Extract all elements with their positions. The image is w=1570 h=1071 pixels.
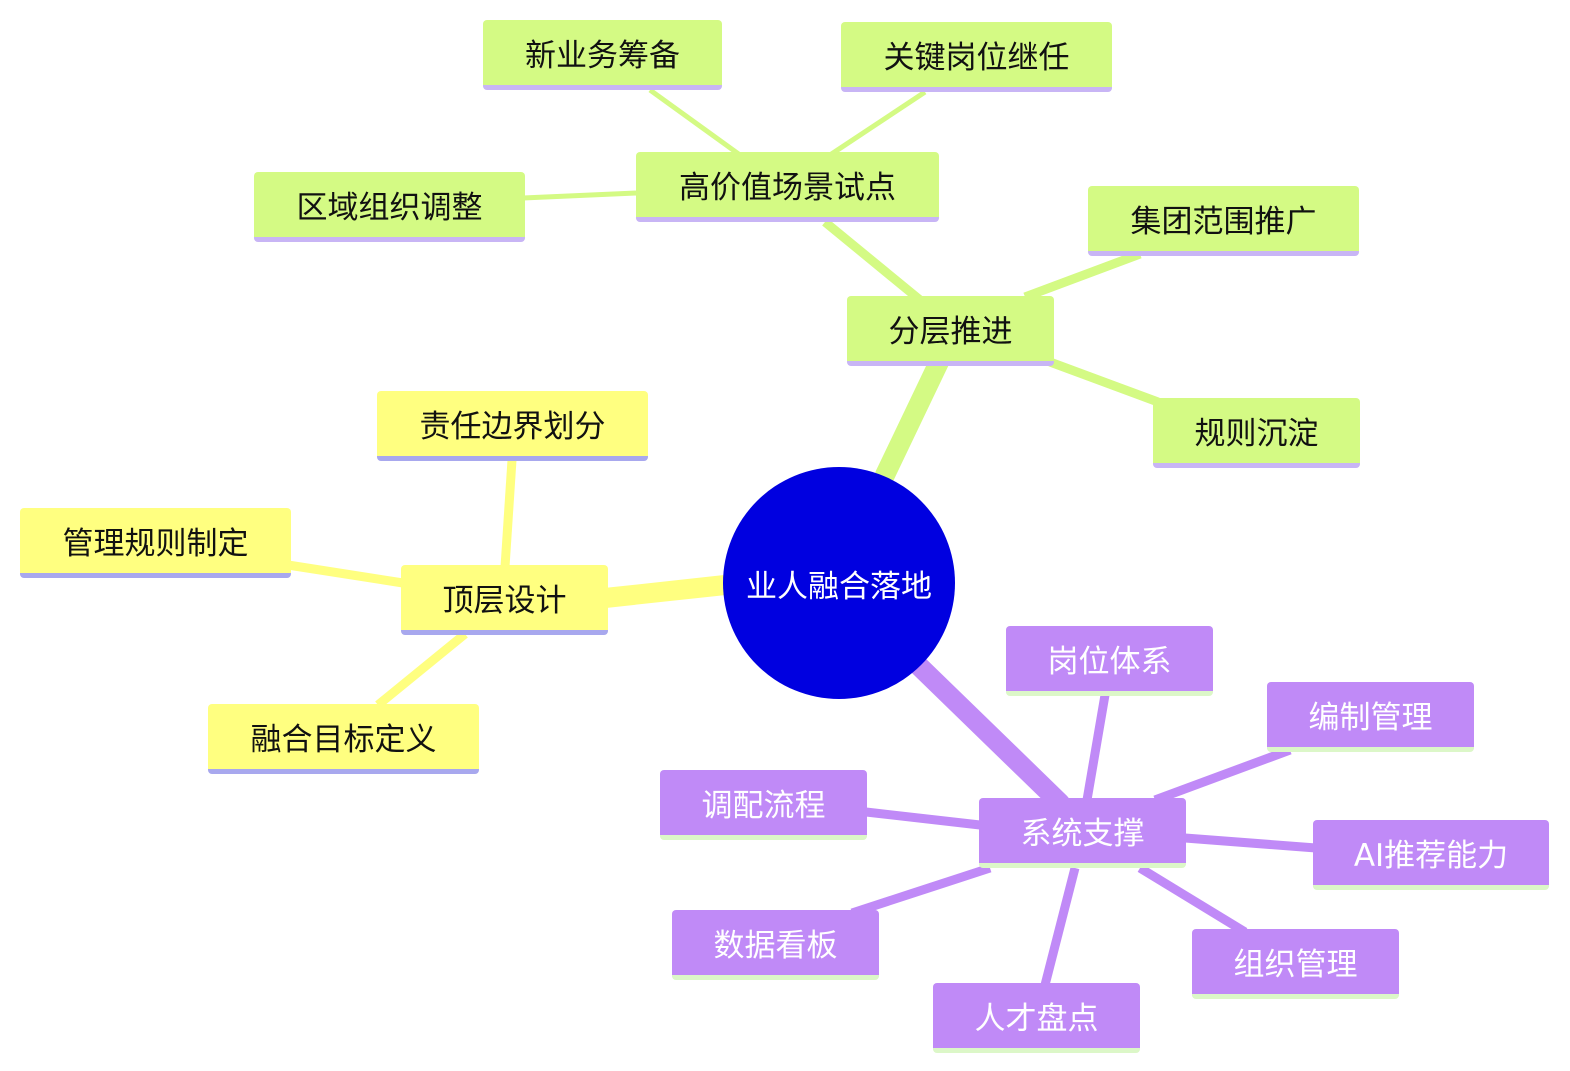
node-tiaopeiliucheng[interactable]: 调配流程 xyxy=(660,770,867,840)
node-gangweitixi[interactable]: 岗位体系 xyxy=(1006,626,1213,696)
edge-gaojiazhi-guanjian xyxy=(828,89,927,158)
edge-dingceng-guanli xyxy=(287,560,404,588)
node-xitongzhicheng[interactable]: 系统支撑 xyxy=(979,798,1186,868)
edge-xitong-rencai xyxy=(1040,866,1080,987)
edge-xitong-gangwei xyxy=(1082,694,1110,801)
edge-xitong-tiaopei xyxy=(865,807,981,830)
node-guanjiangangweijiren[interactable]: 关键岗位继任 xyxy=(841,22,1112,92)
edge-fenceng-guize xyxy=(1048,357,1160,407)
node-fencengtuijin[interactable]: 分层推进 xyxy=(847,296,1054,366)
node-shujukanban[interactable]: 数据看板 xyxy=(672,910,879,980)
node-gaojiazhichangjingshidian[interactable]: 高价值场景试点 xyxy=(636,152,939,222)
node-quyuzuzhitiaozheng[interactable]: 区域组织调整 xyxy=(254,172,525,242)
edge-xitong-shuju xyxy=(850,863,992,918)
edge-xitong-zuzhi xyxy=(1137,864,1248,936)
node-jituanfanweituiguang[interactable]: 集团范围推广 xyxy=(1088,186,1359,256)
node-xinyewuchoubei[interactable]: 新业务筹备 xyxy=(483,20,722,90)
node-bianzhiguanli[interactable]: 编制管理 xyxy=(1267,682,1474,752)
edge-root-xitongzhicheng xyxy=(908,655,1070,813)
node-guizechending[interactable]: 规则沉淀 xyxy=(1153,398,1360,468)
edge-dingceng-ronghe xyxy=(375,630,468,709)
node-rencaipandian[interactable]: 人才盘点 xyxy=(933,983,1140,1053)
edge-dingceng-zeren xyxy=(500,459,517,568)
edge-gaojiazhi-xinyewu xyxy=(648,87,742,158)
edge-root-dingcengsheji xyxy=(595,575,735,608)
node-dingcengsheji[interactable]: 顶层设计 xyxy=(401,565,608,635)
node-ronghemubiaodingyi[interactable]: 融合目标定义 xyxy=(208,704,479,774)
edge-fenceng-gaojiazhi xyxy=(822,218,923,304)
edge-xitong-bianzhi xyxy=(1153,745,1292,805)
node-zerenbianjiehuafen[interactable]: 责任边界划分 xyxy=(377,391,648,461)
node-zuzhiguanli[interactable]: 组织管理 xyxy=(1192,929,1399,999)
root-node[interactable]: 业人融合落地 xyxy=(723,467,955,699)
edge-gaojiazhi-quyu xyxy=(522,190,638,201)
node-aituijiannengli[interactable]: AI推荐能力 xyxy=(1313,820,1549,890)
edge-xitong-ai xyxy=(1184,833,1317,853)
edge-root-fencengtuijin xyxy=(875,350,950,485)
edge-fenceng-jituan xyxy=(1023,249,1142,302)
node-guanliguizezhiding[interactable]: 管理规则制定 xyxy=(20,508,291,578)
